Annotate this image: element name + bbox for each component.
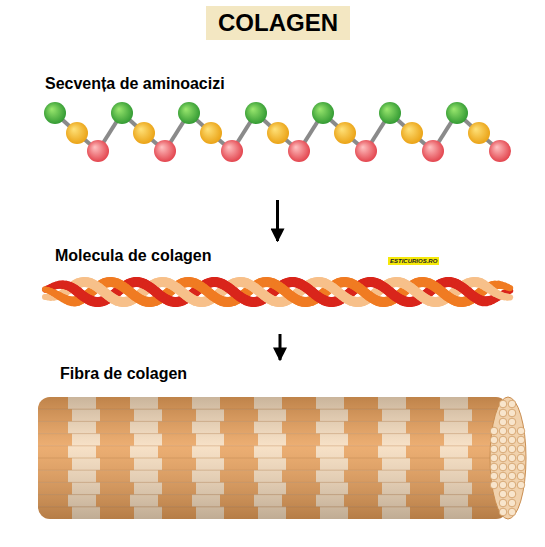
amino-acid [422, 140, 444, 162]
helix-strand [312, 292, 315, 294]
helix-strand [207, 291, 210, 293]
amino-acid [200, 122, 222, 144]
fibril-section [499, 427, 507, 435]
helix-strand [78, 292, 81, 294]
fibril-section [499, 454, 507, 462]
amino-acid [154, 140, 176, 162]
fibril-section [508, 409, 516, 417]
title: COLAGEN [206, 6, 350, 40]
helix-strand [234, 292, 237, 294]
fibril-section [499, 463, 507, 471]
fibril-section [499, 409, 507, 417]
fibril-section [508, 418, 516, 426]
fibril-section [508, 490, 516, 498]
helix-strand [129, 291, 132, 293]
fibril-section [508, 400, 516, 408]
amino-acid [355, 140, 377, 162]
helix-strand [336, 290, 339, 292]
fibril-section [490, 481, 498, 489]
fibril-section [517, 472, 525, 480]
helix-strand [414, 290, 417, 292]
helix-strand [180, 290, 183, 292]
fibril-section [508, 508, 516, 516]
helix-strand [363, 291, 366, 293]
helix-strand [468, 292, 471, 294]
amino-acid [379, 102, 401, 124]
fibril-section [490, 445, 498, 453]
stage-node: Fibra de colagen [30, 364, 530, 524]
amino-acid [44, 102, 66, 124]
fibril-section [508, 445, 516, 453]
fibril-section [517, 463, 525, 471]
fibril-section [508, 463, 516, 471]
amino-acid [178, 102, 200, 124]
fibre-shading [38, 397, 508, 519]
arrow-connector [276, 200, 279, 241]
helix-strand [441, 291, 444, 293]
helix-strand [258, 290, 261, 292]
stage-heading: Secvența de aminoacizi [45, 75, 225, 93]
fibril-section [490, 436, 498, 444]
amino-acid [468, 122, 490, 144]
amino-acid [334, 122, 356, 144]
fibril-section [499, 418, 507, 426]
amino-acid [312, 102, 334, 124]
arrow-connector [279, 334, 282, 360]
helix-strand [285, 291, 288, 293]
stage-node: Secvența de aminoacizi [30, 72, 520, 194]
fibril-section [499, 445, 507, 453]
fibril-section [517, 481, 525, 489]
amino-acid [446, 102, 468, 124]
helix-strand [51, 292, 54, 293]
helix-strand [102, 290, 105, 292]
fibril-section [490, 463, 498, 471]
amino-acid [111, 102, 133, 124]
fibril-section [499, 508, 507, 516]
fibril-section [508, 454, 516, 462]
helix-strand [45, 294, 48, 300]
amino-acid [288, 140, 310, 162]
amino-acid [267, 122, 289, 144]
amino-acid [401, 122, 423, 144]
fibril-section [508, 499, 516, 507]
helix-strand [390, 292, 393, 294]
fibril-section [508, 436, 516, 444]
amino-acid [245, 102, 267, 124]
fibril-section [517, 427, 525, 435]
fibril-section [499, 400, 507, 408]
fibril-section [499, 481, 507, 489]
amino-acid [87, 140, 109, 162]
fibril-section [490, 454, 498, 462]
fibril-section [499, 499, 507, 507]
fibre-end [490, 397, 526, 519]
amino-acid [133, 122, 155, 144]
stage-node: Molecula de colagen [35, 245, 525, 328]
fibril-section [508, 427, 516, 435]
stage-heading: Molecula de colagen [55, 247, 211, 265]
amino-acid [489, 140, 511, 162]
fibril-section [490, 427, 498, 435]
helix-strand [156, 292, 159, 294]
fibril-section [499, 472, 507, 480]
amino-acid [66, 122, 88, 144]
watermark: ESTICURIOS.RO [388, 257, 439, 265]
amino-acid [221, 140, 243, 162]
helix-strand [507, 284, 510, 291]
fibril-section [508, 472, 516, 480]
helix-strand [492, 291, 495, 293]
fibril-section [517, 445, 525, 453]
stage-heading: Fibra de colagen [60, 365, 187, 383]
fibril-section [490, 472, 498, 480]
fibril-section [499, 490, 507, 498]
fibril-section [508, 481, 516, 489]
fibril-section [517, 436, 525, 444]
fibril-section [499, 436, 507, 444]
fibril-section [517, 454, 525, 462]
